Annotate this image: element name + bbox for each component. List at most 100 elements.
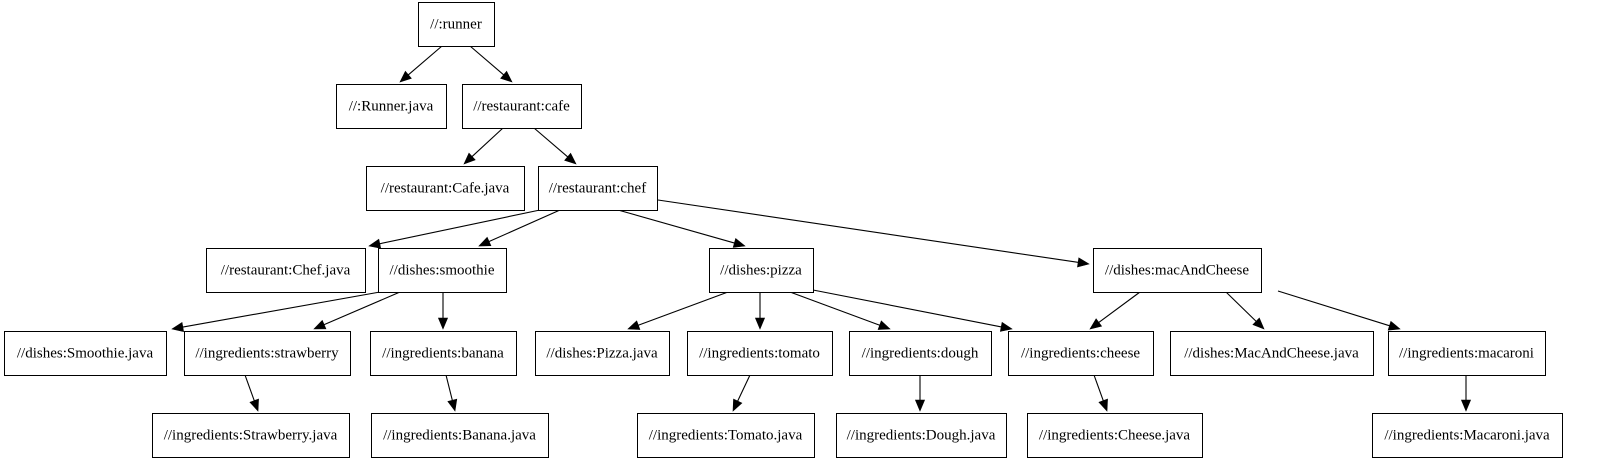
node-label: //ingredients:Cheese.java <box>1039 427 1191 443</box>
node-box[interactable] <box>709 248 814 293</box>
graph-node-ing_macaroni[interactable]: //ingredients:macaroni <box>1388 331 1546 376</box>
node-box[interactable] <box>1372 413 1563 458</box>
node-box[interactable] <box>4 331 167 376</box>
node-label: //restaurant:chef <box>549 180 646 196</box>
node-label: //dishes:Pizza.java <box>546 345 658 361</box>
node-label: //dishes:pizza <box>720 262 802 278</box>
node-label: //ingredients:Dough.java <box>847 427 996 443</box>
edge-arrowhead <box>171 322 185 332</box>
edge-dishes_macandcheese-to-ing_cheese <box>1089 291 1141 330</box>
node-label: //dishes:macAndCheese <box>1105 262 1249 278</box>
edge-line <box>1225 291 1258 323</box>
graph-node-chef_java[interactable]: //restaurant:Chef.java <box>206 248 366 293</box>
edge-arrowhead <box>368 238 382 249</box>
graph-node-dishes_smoothie[interactable]: //dishes:smoothie <box>378 248 507 293</box>
edge-dishes_pizza-to-pizza_java <box>627 291 729 330</box>
edge-arrowhead <box>877 320 891 330</box>
graph-node-macaroni_java[interactable]: //ingredients:Macaroni.java <box>1372 413 1563 458</box>
node-box[interactable] <box>371 413 549 458</box>
graph-node-dishes_macandcheese[interactable]: //dishes:macAndCheese <box>1093 248 1262 293</box>
edge-arrowhead <box>732 398 743 412</box>
edge-arrowhead <box>914 399 926 412</box>
edge-line <box>487 209 561 243</box>
edge-line <box>445 374 454 402</box>
graph-node-restaurant_chef[interactable]: //restaurant:chef <box>538 166 658 211</box>
graph-node-dough_java[interactable]: //ingredients:Dough.java <box>836 413 1007 458</box>
edge-arrowhead <box>732 238 746 248</box>
edge-arrowhead <box>399 70 412 83</box>
edge-ing_tomato-to-tomato_java <box>732 374 751 412</box>
node-box[interactable] <box>366 166 525 211</box>
graph-node-dishes_pizza[interactable]: //dishes:pizza <box>709 248 814 293</box>
edge-ing_dough-to-dough_java <box>914 375 926 412</box>
node-box[interactable] <box>538 166 658 211</box>
edge-line <box>406 45 443 77</box>
graph-node-tomato_java[interactable]: //ingredients:Tomato.java <box>637 413 815 458</box>
node-box[interactable] <box>535 331 670 376</box>
graph-node-pizza_java[interactable]: //dishes:Pizza.java <box>535 331 670 376</box>
node-box[interactable] <box>637 413 815 458</box>
edge-arrowhead <box>478 236 492 247</box>
node-box[interactable] <box>1027 413 1203 458</box>
node-box[interactable] <box>687 331 833 376</box>
edge-line <box>1277 290 1392 327</box>
graph-node-ing_dough[interactable]: //ingredients:dough <box>849 331 992 376</box>
node-box[interactable] <box>152 413 350 458</box>
node-box[interactable] <box>184 331 351 376</box>
graph-node-ing_tomato[interactable]: //ingredients:tomato <box>687 331 833 376</box>
graph-node-cafe_java[interactable]: //restaurant:Cafe.java <box>366 166 525 211</box>
node-label: //ingredients:Macaroni.java <box>1384 427 1550 443</box>
node-box[interactable] <box>418 2 495 47</box>
node-label: //ingredients:cheese <box>1021 345 1140 361</box>
node-label: //dishes:smoothie <box>390 262 495 278</box>
node-box[interactable] <box>836 413 1007 458</box>
edge-line <box>244 374 256 403</box>
edge-arrowhead <box>463 152 476 165</box>
node-box[interactable] <box>1093 248 1262 293</box>
edge-line <box>789 291 882 327</box>
edge-dishes_smoothie-to-ing_banana <box>437 292 449 330</box>
node-box[interactable] <box>849 331 992 376</box>
edge-restaurant_chef-to-dishes_smoothie <box>478 209 561 247</box>
edge-ing_banana-to-banana_java <box>445 374 458 412</box>
edge-arrowhead <box>1387 320 1401 331</box>
node-box[interactable] <box>336 84 447 129</box>
graph-node-strawberry_java[interactable]: //ingredients:Strawberry.java <box>152 413 350 458</box>
edge-restaurant_chef-to-chef_java <box>368 209 541 249</box>
graph-node-restaurant_cafe[interactable]: //restaurant:cafe <box>462 84 582 129</box>
graph-node-smoothie_java[interactable]: //dishes:Smoothie.java <box>4 331 167 376</box>
node-label: //ingredients:Strawberry.java <box>164 427 338 443</box>
edge-arrowhead <box>1077 257 1090 268</box>
node-box[interactable] <box>1388 331 1546 376</box>
edge-line <box>1097 291 1141 324</box>
graph-node-ing_cheese[interactable]: //ingredients:cheese <box>1008 331 1154 376</box>
graph-node-macandcheese_java[interactable]: //dishes:MacAndCheese.java <box>1170 331 1374 376</box>
edge-arrowhead <box>754 317 766 330</box>
graph-node-ing_banana[interactable]: //ingredients:banana <box>370 331 517 376</box>
node-box[interactable] <box>1170 331 1374 376</box>
edge-dishes_macandcheese-to-ing_macaroni <box>1277 290 1401 331</box>
node-label: //restaurant:cafe <box>473 98 570 114</box>
edge-line <box>469 45 506 77</box>
edge-line <box>533 127 570 159</box>
node-box[interactable] <box>370 331 517 376</box>
edge-arrowhead <box>500 70 513 83</box>
graph-node-ing_strawberry[interactable]: //ingredients:strawberry <box>184 331 351 376</box>
node-label: //ingredients:macaroni <box>1399 345 1534 361</box>
node-label: //ingredients:tomato <box>699 345 820 361</box>
edge-arrowhead <box>249 398 259 412</box>
node-box[interactable] <box>462 84 582 129</box>
edge-restaurant_chef-to-dishes_macandcheese <box>657 199 1090 268</box>
edge-arrowhead <box>999 321 1013 332</box>
graph-node-banana_java[interactable]: //ingredients:Banana.java <box>371 413 549 458</box>
node-box[interactable] <box>1008 331 1154 376</box>
node-box[interactable] <box>378 248 507 293</box>
graph-node-cheese_java[interactable]: //ingredients:Cheese.java <box>1027 413 1203 458</box>
graph-node-runner[interactable]: //:runner <box>418 2 495 47</box>
node-box[interactable] <box>206 248 366 293</box>
node-label: //restaurant:Chef.java <box>221 262 351 278</box>
edge-line <box>470 127 504 158</box>
node-label: //ingredients:dough <box>862 345 979 361</box>
graph-node-runner_java[interactable]: //:Runner.java <box>336 84 447 129</box>
edge-line <box>736 374 751 403</box>
